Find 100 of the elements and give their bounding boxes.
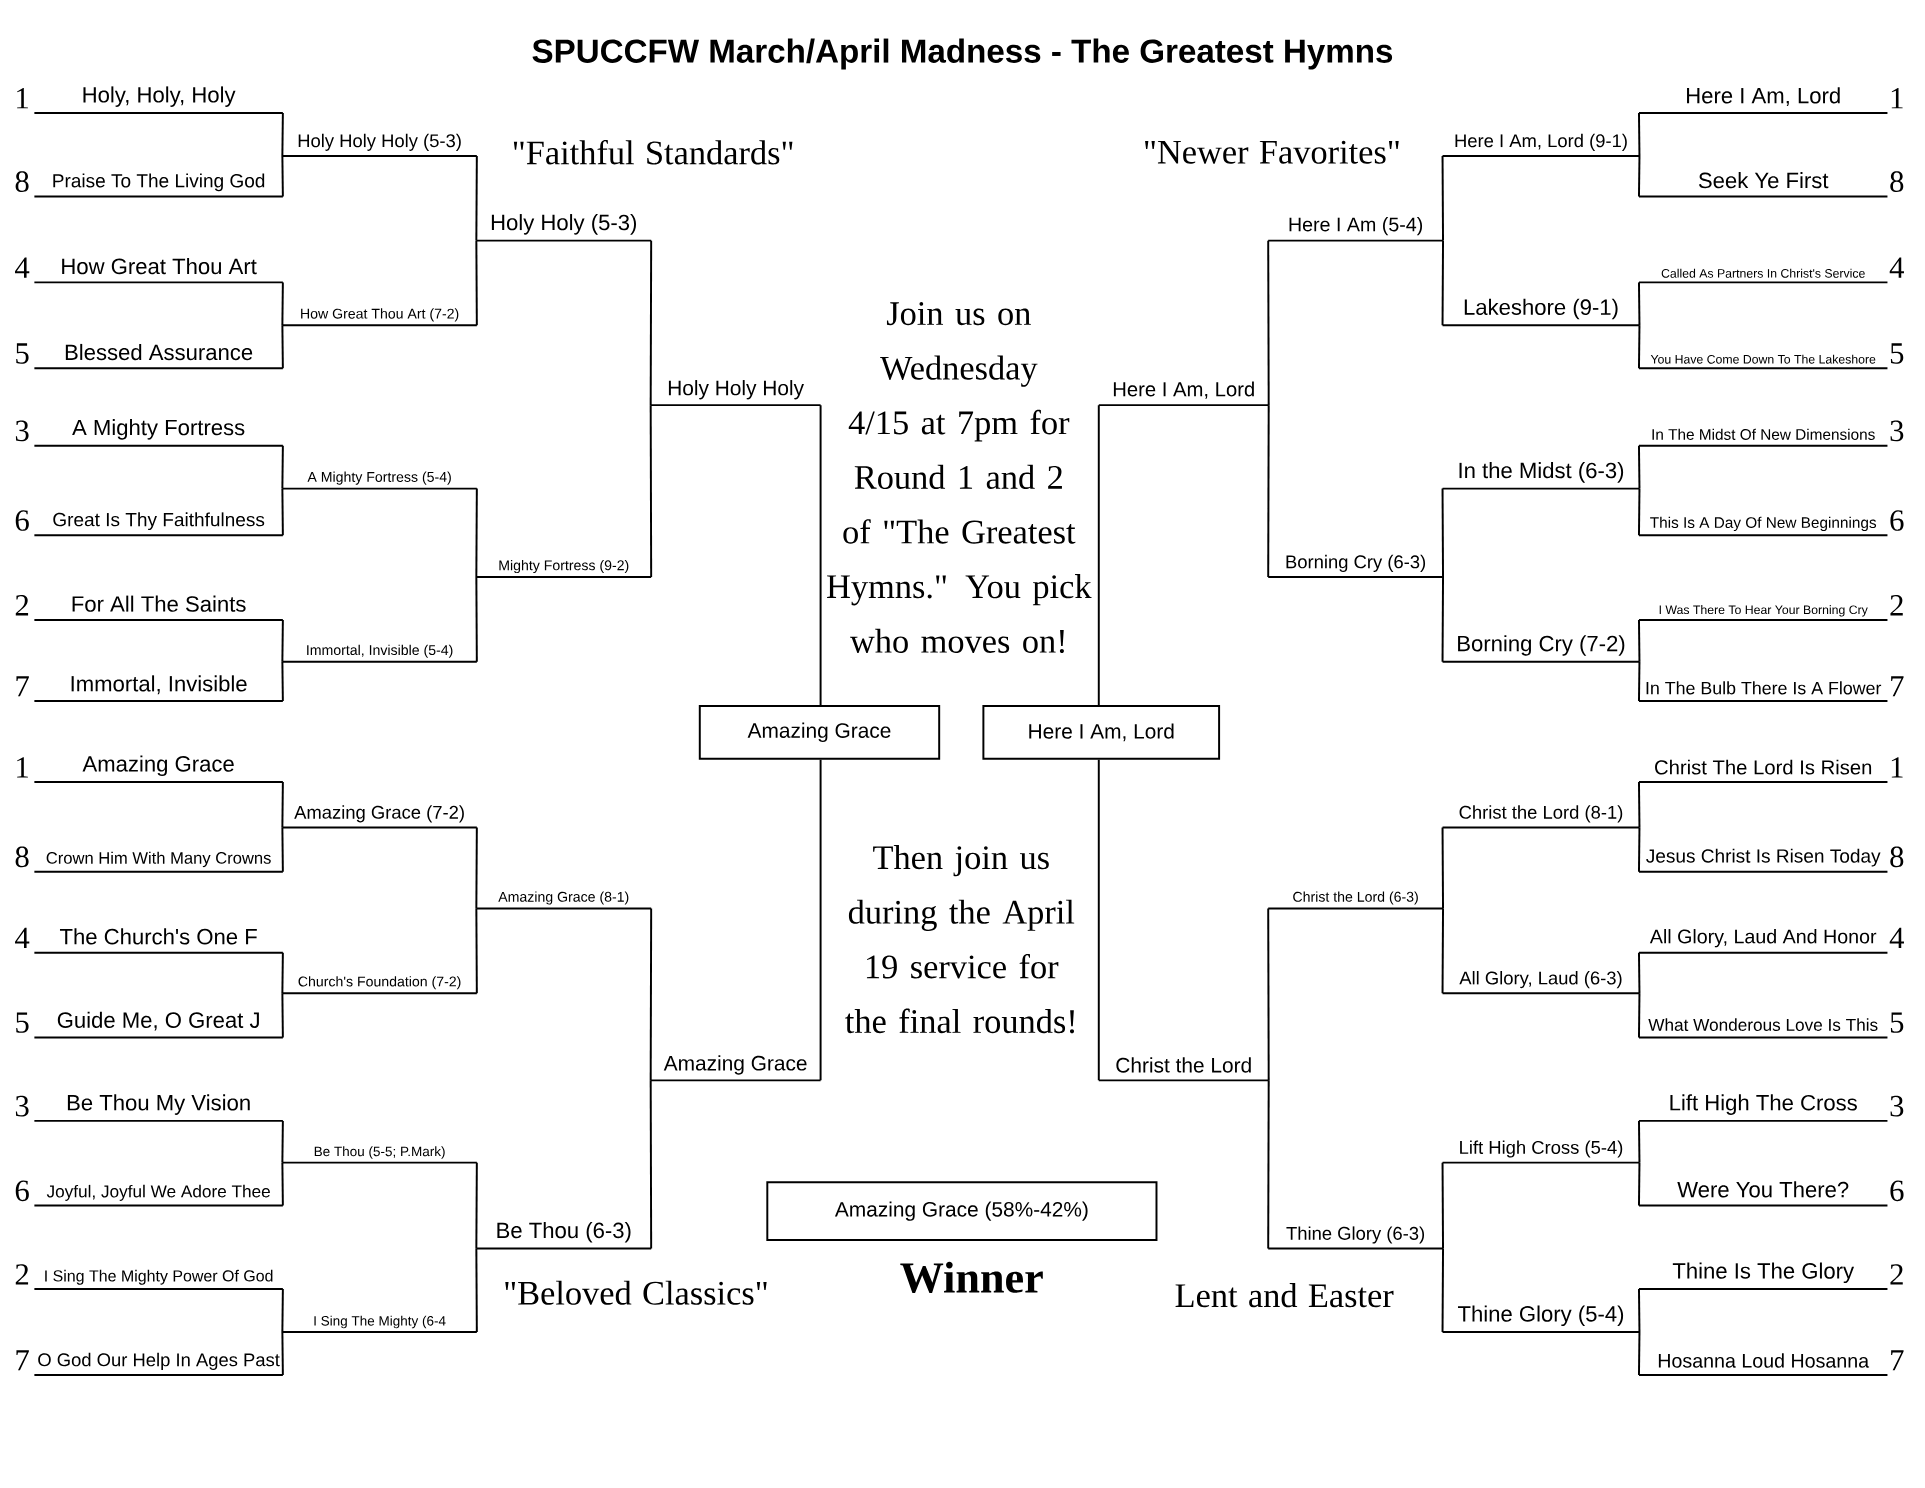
bracket-line (281, 1331, 284, 1376)
bracket-line (1267, 907, 1270, 1082)
bracket-slot: I Sing The Mighty (6-4 (281, 1315, 478, 1334)
bracket-line (281, 487, 284, 537)
region-heading: Lent and Easter (1175, 1283, 1394, 1308)
seed-number: 3 (15, 420, 29, 442)
result-box: Here I Am, Lord (982, 704, 1221, 760)
bracket-line (1638, 951, 1641, 995)
bracket-slot: Seek Ye First (1638, 172, 1889, 198)
bracket-line (281, 1161, 284, 1207)
bracket-line (1441, 1247, 1444, 1334)
bracket-slot: In The Midst Of New Dimensions (1638, 428, 1889, 447)
bracket-line (649, 907, 653, 1082)
bracket-slot: I Sing The Mighty Power Of God (33, 1269, 284, 1291)
bracket-slot: Lift High The Cross (1638, 1094, 1889, 1122)
bracket-slot: Be Thou My Vision (33, 1094, 284, 1122)
bracket-line (281, 1288, 284, 1334)
bracket-slot: In The Bulb There Is A Flower (1638, 681, 1889, 702)
region-heading: "Beloved Classics" (505, 1280, 767, 1305)
seed-number: 2 (1890, 1264, 1903, 1285)
bracket-slot: Thine Glory (6-3) (1267, 1226, 1444, 1250)
bracket-slot: Christ The Lord Is Risen (1638, 759, 1889, 784)
bracket-slot: Holy, Holy, Holy (33, 86, 284, 114)
bracket-line (1267, 239, 1270, 407)
bracket-line (819, 404, 822, 706)
bracket-line (1441, 1161, 1444, 1250)
bracket-slot: Amazing Grace (7-2) (281, 805, 478, 829)
bracket-slot: A Mighty Fortress (33, 419, 284, 447)
bracket-line (281, 660, 284, 702)
bracket-slot: Thine Is The Glory (1638, 1262, 1889, 1291)
bracket-line (1267, 404, 1270, 578)
bracket-line (1097, 758, 1100, 1082)
result-box: Amazing Grace (698, 704, 941, 760)
winner-label: Winner (900, 1261, 1043, 1294)
bracket-slot: O God Our Help In Ages Past (33, 1352, 284, 1376)
bracket-line (1441, 239, 1444, 327)
bracket-slot: Amazing Grace (649, 1055, 822, 1082)
bracket-line (1638, 1119, 1641, 1164)
bracket-slot: Here I Am, Lord (9-1) (1441, 133, 1641, 157)
bracket-slot: The Church's One F (33, 928, 284, 954)
bracket-line (1638, 487, 1641, 537)
bracket-line (475, 826, 478, 910)
bracket-line (1638, 1288, 1641, 1334)
bracket-line (1638, 112, 1641, 157)
seed-number: 5 (16, 1012, 29, 1033)
bracket-line (1638, 1161, 1641, 1207)
bracket-line (281, 951, 284, 995)
bracket-line (1638, 324, 1641, 370)
bracket-slot: Thine Glory (5-4) (1441, 1305, 1641, 1334)
bracket-slot: Christ the Lord (1097, 1057, 1270, 1082)
bracket-slot: Lift High Cross (5-4) (1441, 1140, 1641, 1164)
bracket-slot: Here I Am (5-4) (1267, 217, 1444, 242)
bracket-slot: Crown Him With Many Crowns (33, 851, 284, 873)
bracket-line (1638, 826, 1641, 873)
seed-number: 3 (15, 1095, 29, 1117)
seed-number: 7 (1891, 1350, 1904, 1371)
seed-number: 8 (15, 171, 29, 193)
seed-number: 6 (1890, 1180, 1904, 1202)
seed-number: 5 (1890, 1012, 1904, 1033)
seed-number: 4 (1889, 257, 1904, 278)
bracket-line (649, 239, 653, 407)
seed-number: 7 (16, 676, 29, 697)
bracket-slot: Guide Me, O Great J (33, 1011, 284, 1039)
seed-number: 1 (1891, 88, 1903, 109)
bracket-line (281, 154, 284, 198)
seed-number: 7 (16, 1350, 29, 1371)
announcement-text: Then join us during the April 19 service for the final rounds! (845, 845, 1075, 1034)
bracket-slot: You Have Come Down To The Lakeshore (1638, 354, 1889, 370)
seed-number: 2 (15, 1264, 29, 1285)
bracket-slot: Mighty Fortress (9-2) (475, 560, 653, 578)
seed-number: 4 (15, 257, 30, 278)
seed-number: 7 (1891, 676, 1904, 697)
bracket-slot: Called As Partners In Christ's Service (1638, 268, 1889, 284)
bracket-slot: For All The Saints (33, 595, 284, 621)
bracket-slot: Jesus Christ Is Risen Today (1638, 848, 1889, 873)
bracket-slot: Amazing Grace (8-1) (475, 891, 653, 910)
seed-number: 3 (1890, 1095, 1904, 1117)
seed-number: 2 (1890, 595, 1903, 616)
bracket-line (281, 826, 284, 873)
bracket-slot: In the Midst (6-3) (1441, 462, 1641, 490)
bracket-line (1638, 660, 1641, 702)
bracket-slot: Be Thou (6-3) (475, 1222, 653, 1250)
bracket-line (649, 404, 653, 578)
bracket-slot: Church's Foundation (7-2) (281, 976, 478, 995)
bracket-slot: Christ the Lord (8-1) (1441, 805, 1641, 829)
seed-number: 8 (1890, 846, 1904, 868)
bracket-slot: Here I Am, Lord (1097, 381, 1270, 407)
seed-number: 2 (15, 595, 29, 616)
seed-number: 1 (17, 757, 28, 778)
bracket-slot: How Great Thou Art (33, 258, 284, 284)
bracket-line (1638, 154, 1641, 198)
bracket-line (1638, 281, 1641, 327)
bracket-slot: Immortal, Invisible (5-4) (281, 644, 478, 663)
bracket-line (1441, 576, 1444, 663)
bracket-line (281, 444, 284, 490)
bracket-slot: How Great Thou Art (7-2) (281, 308, 478, 327)
bracket-line (1097, 404, 1100, 706)
bracket-line (281, 781, 284, 829)
bracket-line (1638, 992, 1641, 1039)
bracket-slot: Christ the Lord (6-3) (1267, 891, 1444, 910)
